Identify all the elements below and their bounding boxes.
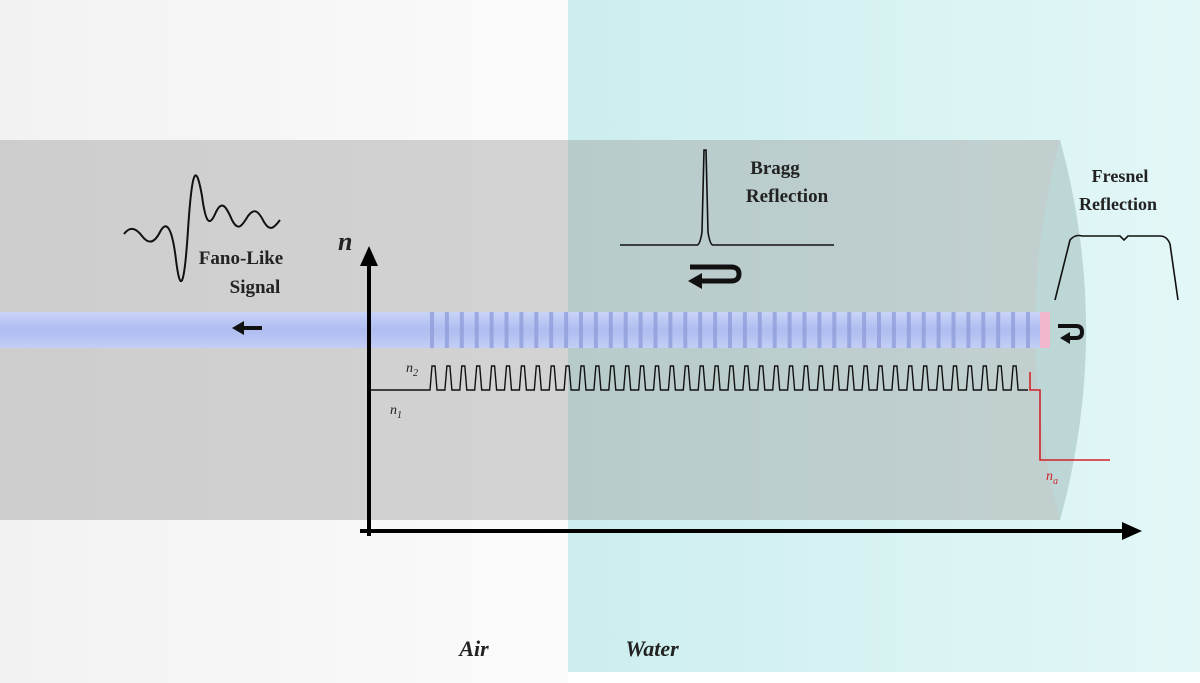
grating-line [519,312,524,348]
grating-line [474,312,479,348]
grating-line [683,312,688,348]
grating-line [817,312,822,348]
grating-line [877,312,881,348]
grating-line [936,312,941,348]
fiber-core-tip [1040,312,1050,348]
grating-line [593,312,598,348]
grating-line [802,312,807,348]
analyte-index-step [1029,372,1110,461]
medium-water-label: Water [625,636,679,661]
grating-line [713,312,718,348]
bragg-label-line2: Reflection [746,186,829,207]
return-arrow-icon [688,264,742,289]
grating-line [1011,312,1016,348]
grating-line [444,312,449,348]
return-arrow-icon [1058,324,1085,344]
grating-line [966,312,971,348]
medium-air-label: Air [457,636,489,661]
grating-line [906,312,911,348]
grating-line [951,312,956,348]
grating-line [504,312,509,348]
grating-line [668,312,673,348]
refractive-index-profile [370,365,1028,391]
bragg-peak-curve [620,149,834,246]
grating-line [549,312,554,348]
grating-line [787,312,792,348]
grating-line [638,312,643,348]
grating-line [608,312,613,348]
grating-line [579,312,583,348]
grating-line [1026,312,1030,348]
fresnel-label-line1: Fresnel [1092,166,1149,186]
grating-line [891,312,896,348]
na-label: na [1046,469,1058,487]
x-axis-arrowhead [1122,522,1142,540]
fiber-end-face [1035,140,1086,520]
grating-line [430,312,434,348]
grating-line [832,312,837,348]
fano-signal-curve [123,174,281,283]
grating-line [653,312,658,348]
grating-line [742,312,747,348]
fano-label-line2: Signal [230,277,281,298]
y-axis-arrowhead [360,246,378,266]
grating-line [757,312,762,348]
grating-line [459,312,464,348]
grating-line [996,312,1001,348]
grating-line [534,312,539,348]
arrow-left-icon [232,321,262,335]
grating-line [623,312,628,348]
grating-line [921,312,926,348]
grating-line [862,312,867,348]
axis-n-label: n [338,227,352,256]
fano-label-line1: Fano-Like [199,248,283,269]
grating-line [564,312,569,348]
grating-line [847,312,852,348]
n2-label: n2 [406,361,418,379]
fresnel-label-line2: Reflection [1079,194,1157,214]
bragg-label-line1: Bragg [750,158,800,179]
grating-line [728,312,732,348]
fresnel-spectrum-curve [1054,234,1179,301]
grating-line [772,312,777,348]
grating-line [698,312,703,348]
grating-line [981,312,986,348]
grating-line [489,312,494,348]
n1-label: n1 [390,403,402,421]
bragg-grating [430,312,1030,348]
